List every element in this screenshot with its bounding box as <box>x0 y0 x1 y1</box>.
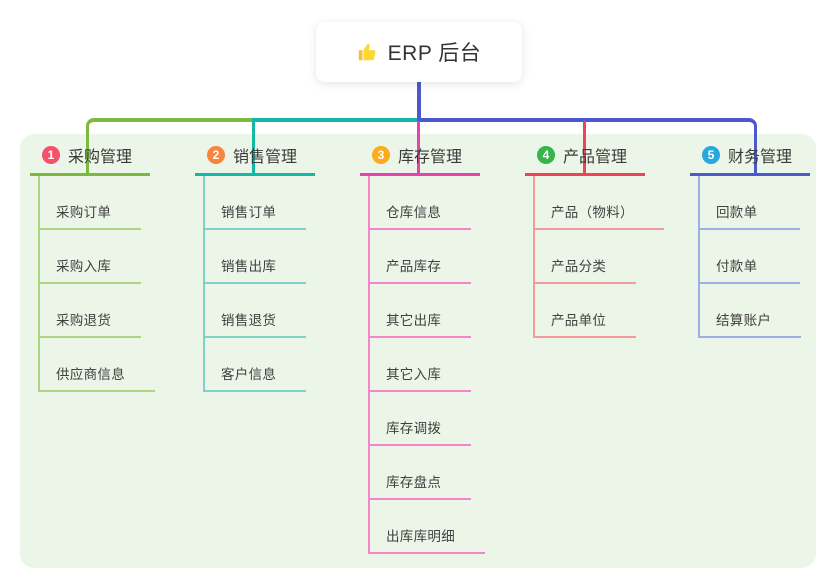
child-node[interactable]: 出库库明细 <box>370 500 485 554</box>
branch-children: 销售订单 销售出库 销售退货 客户信息 <box>203 176 307 392</box>
branch-label: 销售管理 <box>233 148 298 166</box>
child-node[interactable]: 仓库信息 <box>370 176 472 230</box>
branch-label: 采购管理 <box>68 148 133 166</box>
child-node[interactable]: 销售退货 <box>205 284 307 338</box>
branch-title-inventory[interactable]: 3 库存管理 <box>360 142 480 176</box>
branch-title-finance[interactable]: 5 财务管理 <box>690 142 810 176</box>
trunk-line <box>417 80 421 121</box>
child-node[interactable]: 产品（物料） <box>535 176 664 230</box>
child-node[interactable]: 产品库存 <box>370 230 472 284</box>
child-node[interactable]: 结算账户 <box>700 284 802 338</box>
branch-children: 采购订单 采购入库 采购退货 供应商信息 <box>38 176 155 392</box>
child-node[interactable]: 供应商信息 <box>40 338 155 392</box>
branch-badge-1: 1 <box>42 145 60 164</box>
branch-connector-sales <box>252 118 419 176</box>
root-node-erp[interactable]: ERP 后台 <box>316 22 522 82</box>
branch-connector-product <box>583 121 586 176</box>
branch-badge-4: 4 <box>537 145 555 164</box>
branch-label: 财务管理 <box>728 148 793 166</box>
child-node[interactable]: 产品分类 <box>535 230 637 284</box>
mindmap-background-panel <box>20 134 816 568</box>
branch-connector-purchase <box>86 118 252 176</box>
branch-children: 仓库信息 产品库存 其它出库 其它入库 库存调拨 库存盘点 出库库明细 <box>368 176 485 554</box>
branch-sales: 2 销售管理 销售订单 销售出库 销售退货 客户信息 <box>195 142 315 392</box>
child-node[interactable]: 产品单位 <box>535 284 637 338</box>
child-node[interactable]: 付款单 <box>700 230 800 284</box>
branch-children: 回款单 付款单 结算账户 <box>698 176 802 338</box>
branch-badge-2: 2 <box>207 145 225 164</box>
child-node[interactable]: 采购订单 <box>40 176 142 230</box>
root-title: ERP 后台 <box>387 42 482 65</box>
child-node[interactable]: 客户信息 <box>205 338 307 392</box>
branch-children: 产品（物料） 产品分类 产品单位 <box>533 176 664 338</box>
child-node[interactable]: 库存调拨 <box>370 392 472 446</box>
branch-finance: 5 财务管理 回款单 付款单 结算账户 <box>690 142 810 338</box>
branch-badge-5: 5 <box>702 145 720 164</box>
child-node[interactable]: 销售订单 <box>205 176 307 230</box>
branch-connector-finance <box>419 118 757 176</box>
child-node[interactable]: 其它入库 <box>370 338 472 392</box>
branch-connector-inventory <box>417 121 420 176</box>
branch-label: 产品管理 <box>563 148 628 166</box>
child-node[interactable]: 回款单 <box>700 176 800 230</box>
branch-product: 4 产品管理 产品（物料） 产品分类 产品单位 <box>525 142 664 338</box>
branch-title-product[interactable]: 4 产品管理 <box>525 142 645 176</box>
branch-title-sales[interactable]: 2 销售管理 <box>195 142 315 176</box>
child-node[interactable]: 采购退货 <box>40 284 142 338</box>
thumbs-up-icon <box>357 41 379 63</box>
child-node[interactable]: 库存盘点 <box>370 446 472 500</box>
branch-badge-3: 3 <box>372 145 390 164</box>
branch-title-purchase[interactable]: 1 采购管理 <box>30 142 150 176</box>
branch-inventory: 3 库存管理 仓库信息 产品库存 其它出库 其它入库 库存调拨 库存盘点 出库库… <box>360 142 485 554</box>
branch-purchase: 1 采购管理 采购订单 采购入库 采购退货 供应商信息 <box>30 142 155 392</box>
child-node[interactable]: 采购入库 <box>40 230 142 284</box>
branch-label: 库存管理 <box>398 148 463 166</box>
child-node[interactable]: 销售出库 <box>205 230 307 284</box>
child-node[interactable]: 其它出库 <box>370 284 472 338</box>
